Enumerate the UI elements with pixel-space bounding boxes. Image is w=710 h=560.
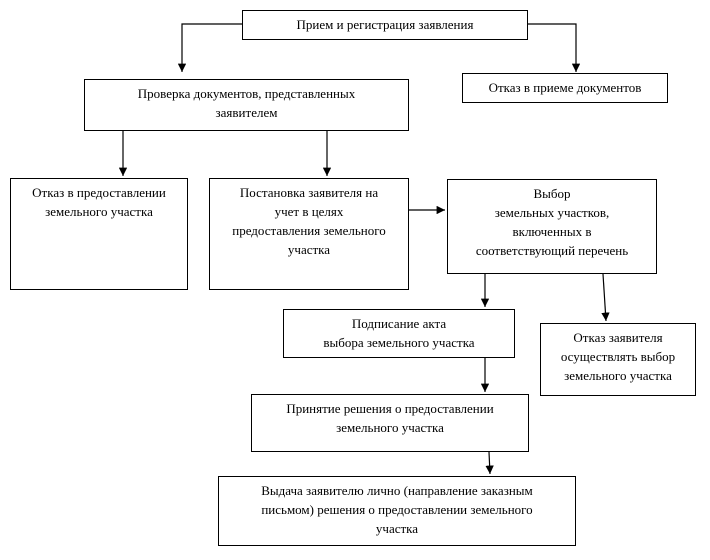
node-registration: Постановка заявителя на учет в целях пре… [209, 178, 409, 290]
node-issue-line-1: Выдача заявителю лично (направление зака… [261, 483, 533, 498]
node-selection-line-3: включенных в [512, 224, 592, 239]
node-check: Проверка документов, представленных заяв… [84, 79, 409, 131]
arrow-reception-to-check [177, 23, 242, 72]
node-refuse-selection-line-1: Отказ заявителя [573, 330, 663, 345]
node-selection-line-2: земельных участков, [494, 205, 610, 220]
arrow-decision-to-issue [485, 451, 494, 475]
node-refuse-selection-line-3: земельного участка [564, 368, 672, 383]
node-issue: Выдача заявителю лично (направление зака… [218, 476, 576, 546]
node-selection-line-4: соответствующий перечень [475, 243, 629, 258]
node-refuse-reception: Отказ в приеме документов [462, 73, 668, 103]
node-act-line-2: выбора земельного участка [323, 335, 475, 350]
node-refuse-land-line-2: земельного участка [45, 204, 153, 219]
node-check-line-1: Проверка документов, представленных [137, 86, 356, 101]
node-registration-line-4: участка [287, 242, 331, 257]
node-registration-line-2: учет в целях [274, 204, 344, 219]
node-refuse-selection: Отказ заявителя осуществлять выбор земел… [540, 323, 696, 396]
node-reception-line-1: Прием и регистрация заявления [296, 17, 474, 32]
node-registration-line-1: Постановка заявителя на [239, 185, 379, 200]
node-check-line-2: заявителем [215, 105, 278, 120]
node-issue-line-3: участка [375, 521, 419, 536]
node-issue-line-2: письмом) решения о предоставлении земель… [261, 502, 533, 517]
node-reception: Прием и регистрация заявления [242, 10, 528, 40]
node-act: Подписание акта выбора земельного участк… [283, 309, 515, 358]
node-act-line-1: Подписание акта [351, 316, 447, 331]
node-decision: Принятие решения о предоставлении земель… [251, 394, 529, 452]
node-refuse-selection-line-2: осуществлять выбор [560, 349, 676, 364]
node-refuse-land: Отказ в предоставлении земельного участк… [10, 178, 188, 290]
node-decision-line-1: Принятие решения о предоставлении [286, 401, 494, 416]
node-selection-line-1: Выбор [533, 186, 571, 201]
node-registration-line-3: предоставления земельного [232, 223, 386, 238]
node-refuse-reception-line-1: Отказ в приеме документов [488, 80, 642, 95]
arrow-selection-to-refuse-selection [601, 273, 610, 322]
arrow-reception-to-refuse-reception [528, 23, 581, 72]
node-selection: Выбор земельных участков, включенных в с… [447, 179, 657, 274]
node-refuse-land-line-1: Отказ в предоставлении [32, 185, 166, 200]
node-decision-line-2: земельного участка [336, 420, 444, 435]
